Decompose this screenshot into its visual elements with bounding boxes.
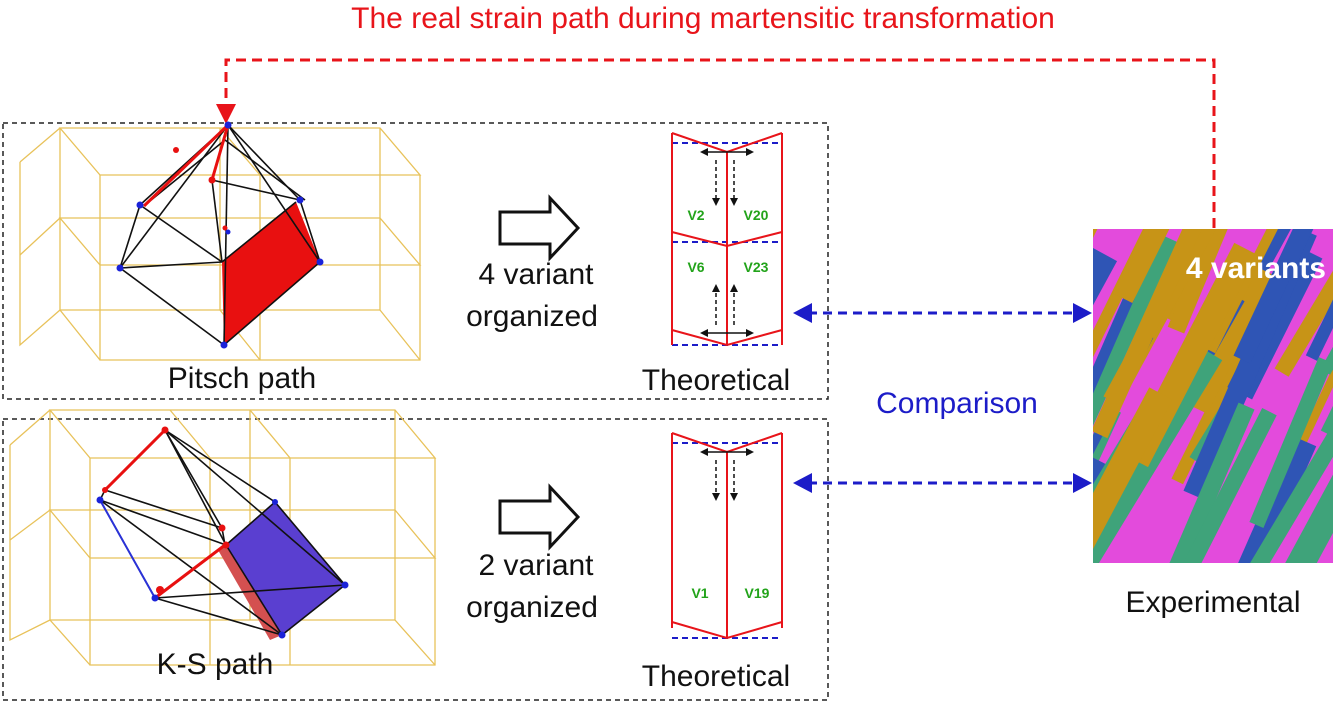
- experimental-grain: [1093, 232, 1178, 489]
- experimental-grain: [1119, 407, 1277, 563]
- experimental-grain: [1139, 402, 1255, 563]
- experimental-grain: [1233, 229, 1320, 364]
- strain-path-arrowhead: [216, 104, 236, 124]
- experimental-label: Experimental: [1125, 586, 1300, 619]
- experimental-overlay-text: 4 variants: [1186, 252, 1326, 285]
- experimental-grain: [1274, 229, 1333, 377]
- experimental-grain: [1236, 386, 1333, 563]
- variant-label-v19: V19: [745, 585, 770, 601]
- experimental-grain: [1093, 387, 1173, 563]
- pitsch-arrow-text-1: 4 variant: [478, 258, 594, 291]
- variant-label-v23: V23: [744, 259, 769, 275]
- experimental-grain: [979, 231, 1091, 467]
- variant-label-v2: V2: [687, 207, 704, 223]
- experimental-grain: [1305, 229, 1333, 361]
- ks-lattice-diagram: [9, 409, 437, 666]
- ks-path-label: K-S path: [157, 648, 274, 681]
- variant-label-v6: V6: [687, 259, 704, 275]
- experimental-grain: [1093, 229, 1224, 439]
- variant-label-v20: V20: [744, 207, 769, 223]
- experimental-grain: [1093, 346, 1223, 563]
- experimental-grain: [1206, 229, 1310, 354]
- strain-path-connector: [224, 58, 1216, 228]
- experimental-grain: [1247, 422, 1333, 563]
- experimental-grain: [1171, 348, 1248, 485]
- pitsch-arrow-text-2: organized: [466, 300, 598, 333]
- ks-panel: [2, 418, 829, 701]
- ks-arrow-text-2: organized: [466, 591, 598, 624]
- comparison-label: Comparison: [876, 387, 1038, 420]
- pitsch-lattice-diagram: [19, 121, 422, 361]
- comparison-arrow-bottom: [793, 473, 1092, 493]
- ks-transform-arrow: [498, 483, 581, 551]
- pitsch-panel: [2, 122, 829, 400]
- experimental-grain: [1225, 436, 1317, 563]
- experimental-grain: [1093, 229, 1155, 529]
- ks-arrow-text-1: 2 variant: [478, 549, 594, 582]
- experimental-grain: [1167, 229, 1254, 334]
- experimental-grain: [1249, 357, 1333, 528]
- ks-variant-schematic: [671, 432, 783, 640]
- pitsch-variant-schematic: [671, 132, 783, 347]
- ks-theoretical-label: Theoretical: [642, 660, 790, 693]
- comparison-arrow-top: [793, 303, 1092, 323]
- pitsch-transform-arrow: [498, 194, 581, 262]
- variant-label-v1: V1: [691, 585, 708, 601]
- pitsch-path-label: Pitsch path: [168, 362, 316, 395]
- experimental-grain: [1093, 229, 1100, 329]
- experimental-map: [979, 229, 1333, 563]
- strain-path-caption: The real strain path during martensitic …: [351, 2, 1055, 35]
- experimental-grain: [1111, 229, 1193, 303]
- pitsch-theoretical-label: Theoretical: [642, 364, 790, 397]
